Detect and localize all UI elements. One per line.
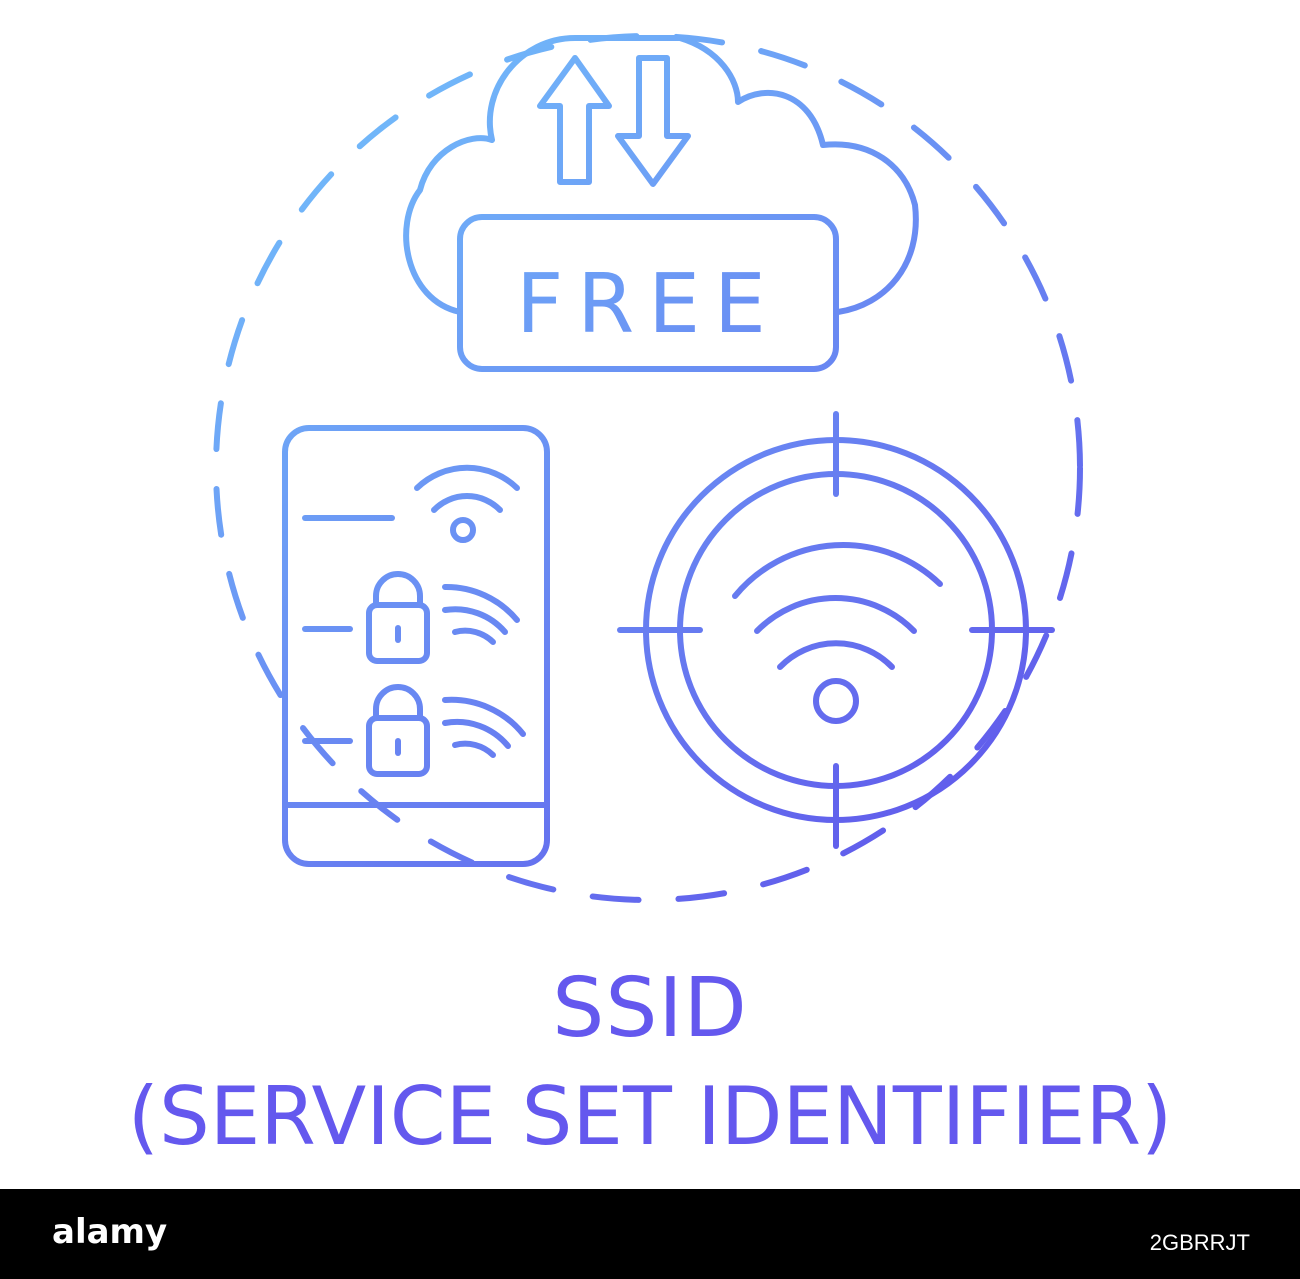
watermark-bar xyxy=(0,1189,1300,1279)
network-list xyxy=(302,464,526,777)
lock-icon xyxy=(366,684,430,777)
alamy-logo: alamy xyxy=(52,1212,168,1252)
cloud-icon xyxy=(403,35,919,315)
caption-title: SSID xyxy=(552,961,748,1056)
target-crosshair-icon xyxy=(617,411,1055,849)
free-label: FREE xyxy=(516,257,780,352)
download-arrow-icon xyxy=(615,55,691,187)
free-badge xyxy=(457,214,839,372)
image-id-label: 2GBRRJT xyxy=(1149,1230,1250,1255)
smartphone-icon xyxy=(282,425,550,867)
wifi-icon xyxy=(732,542,943,724)
lock-icon xyxy=(366,571,430,664)
upload-arrow-icon xyxy=(537,55,612,185)
ssid-concept-illustration: FREE xyxy=(213,33,1083,903)
dashed-circle-frame xyxy=(213,33,1083,903)
wifi-icon xyxy=(414,464,520,543)
wifi-icon xyxy=(442,583,520,645)
caption-subtitle: (SERVICE SET IDENTIFIER) xyxy=(127,1070,1173,1163)
wifi-icon xyxy=(442,696,526,758)
